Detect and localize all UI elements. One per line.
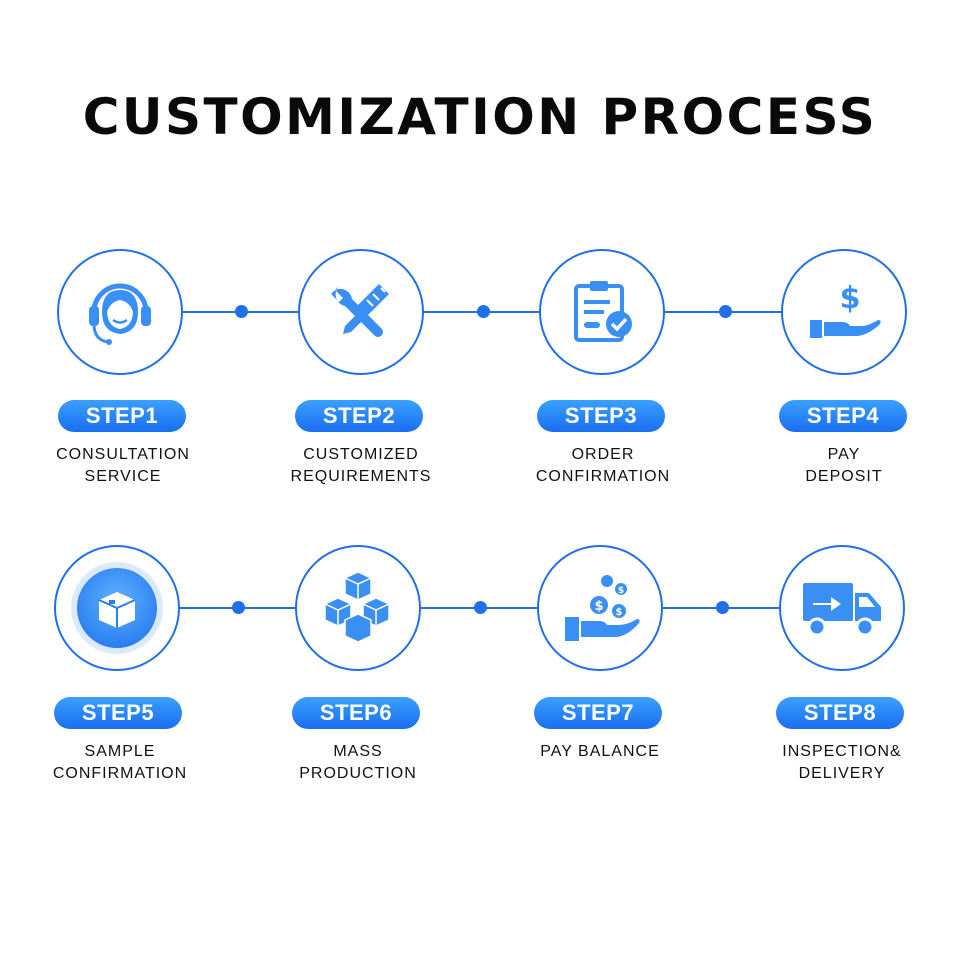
step-3-circle: [539, 249, 665, 375]
step-7-circle: $ $ $: [537, 545, 663, 671]
step-2-label: CUSTOMIZED REQUIREMENTS: [271, 444, 451, 488]
clipboard-check-icon: [574, 281, 632, 342]
step-1-label: CONSULTATION SERVICE: [33, 444, 213, 488]
step-3-badge: STEP3: [537, 400, 665, 432]
step-6-label: MASS PRODUCTION: [268, 741, 448, 785]
step-8-label-line2: DELIVERY: [798, 765, 886, 782]
step-3-label: ORDER CONFIRMATION: [513, 444, 693, 488]
hand-dollar-icon: $: [810, 281, 881, 338]
step-1-circle: [57, 249, 183, 375]
step-8-circle: [779, 545, 905, 671]
step-8-label-line1: INSPECTION&: [782, 743, 902, 760]
step-4-circle: $: [781, 249, 907, 375]
connector-dot: [716, 601, 729, 614]
connector-dot: [474, 601, 487, 614]
box-icon: [71, 562, 163, 654]
step-4-label: PAY DEPOSIT: [754, 444, 934, 488]
step-6-label-line2: PRODUCTION: [299, 765, 417, 782]
connector-dot: [235, 305, 248, 318]
step-8-badge: STEP8: [776, 697, 904, 729]
svg-text:$: $: [618, 586, 624, 596]
step-1-label-line2: SERVICE: [84, 468, 162, 485]
step-2-label-line2: REQUIREMENTS: [290, 468, 432, 485]
step-4-label-line2: DEPOSIT: [805, 468, 883, 485]
svg-text:$: $: [616, 607, 623, 618]
step-3-label-line2: CONFIRMATION: [535, 468, 671, 485]
step-6-circle: [295, 545, 421, 671]
step-6-label-line1: MASS: [333, 743, 383, 760]
svg-text:$: $: [594, 599, 603, 614]
hand-coins-icon: $ $ $: [565, 575, 640, 641]
step-1-label-line1: CONSULTATION: [56, 446, 190, 463]
step-4-label-line1: PAY: [827, 446, 861, 463]
step-2-badge: STEP2: [295, 400, 423, 432]
headset-support-icon: [89, 283, 151, 345]
stacked-cubes-icon: [324, 571, 390, 643]
step-5-label-line1: SAMPLE: [84, 743, 156, 760]
step-7-label: PAY BALANCE: [510, 741, 690, 763]
connector-dot: [232, 601, 245, 614]
page-title: CUSTOMIZATION PROCESS: [82, 88, 878, 146]
step-5-circle: [54, 545, 180, 671]
connector-dot: [477, 305, 490, 318]
delivery-truck-icon: [803, 583, 881, 637]
step-6-badge: STEP6: [292, 697, 420, 729]
step-2-circle: [298, 249, 424, 375]
step-3-label-line1: ORDER: [571, 446, 635, 463]
svg-text:$: $: [840, 281, 861, 316]
step-8-label: INSPECTION& DELIVERY: [752, 741, 932, 785]
wrench-screwdriver-icon: [331, 284, 389, 337]
step-5-label: SAMPLE CONFIRMATION: [30, 741, 210, 785]
step-7-label-line1: PAY BALANCE: [540, 743, 660, 760]
step-5-label-line2: CONFIRMATION: [52, 765, 188, 782]
step-2-label-line1: CUSTOMIZED: [303, 446, 419, 463]
step-5-badge: STEP5: [54, 697, 182, 729]
connector-dot: [719, 305, 732, 318]
step-4-badge: STEP4: [779, 400, 907, 432]
step-7-badge: STEP7: [534, 697, 662, 729]
step-1-badge: STEP1: [58, 400, 186, 432]
